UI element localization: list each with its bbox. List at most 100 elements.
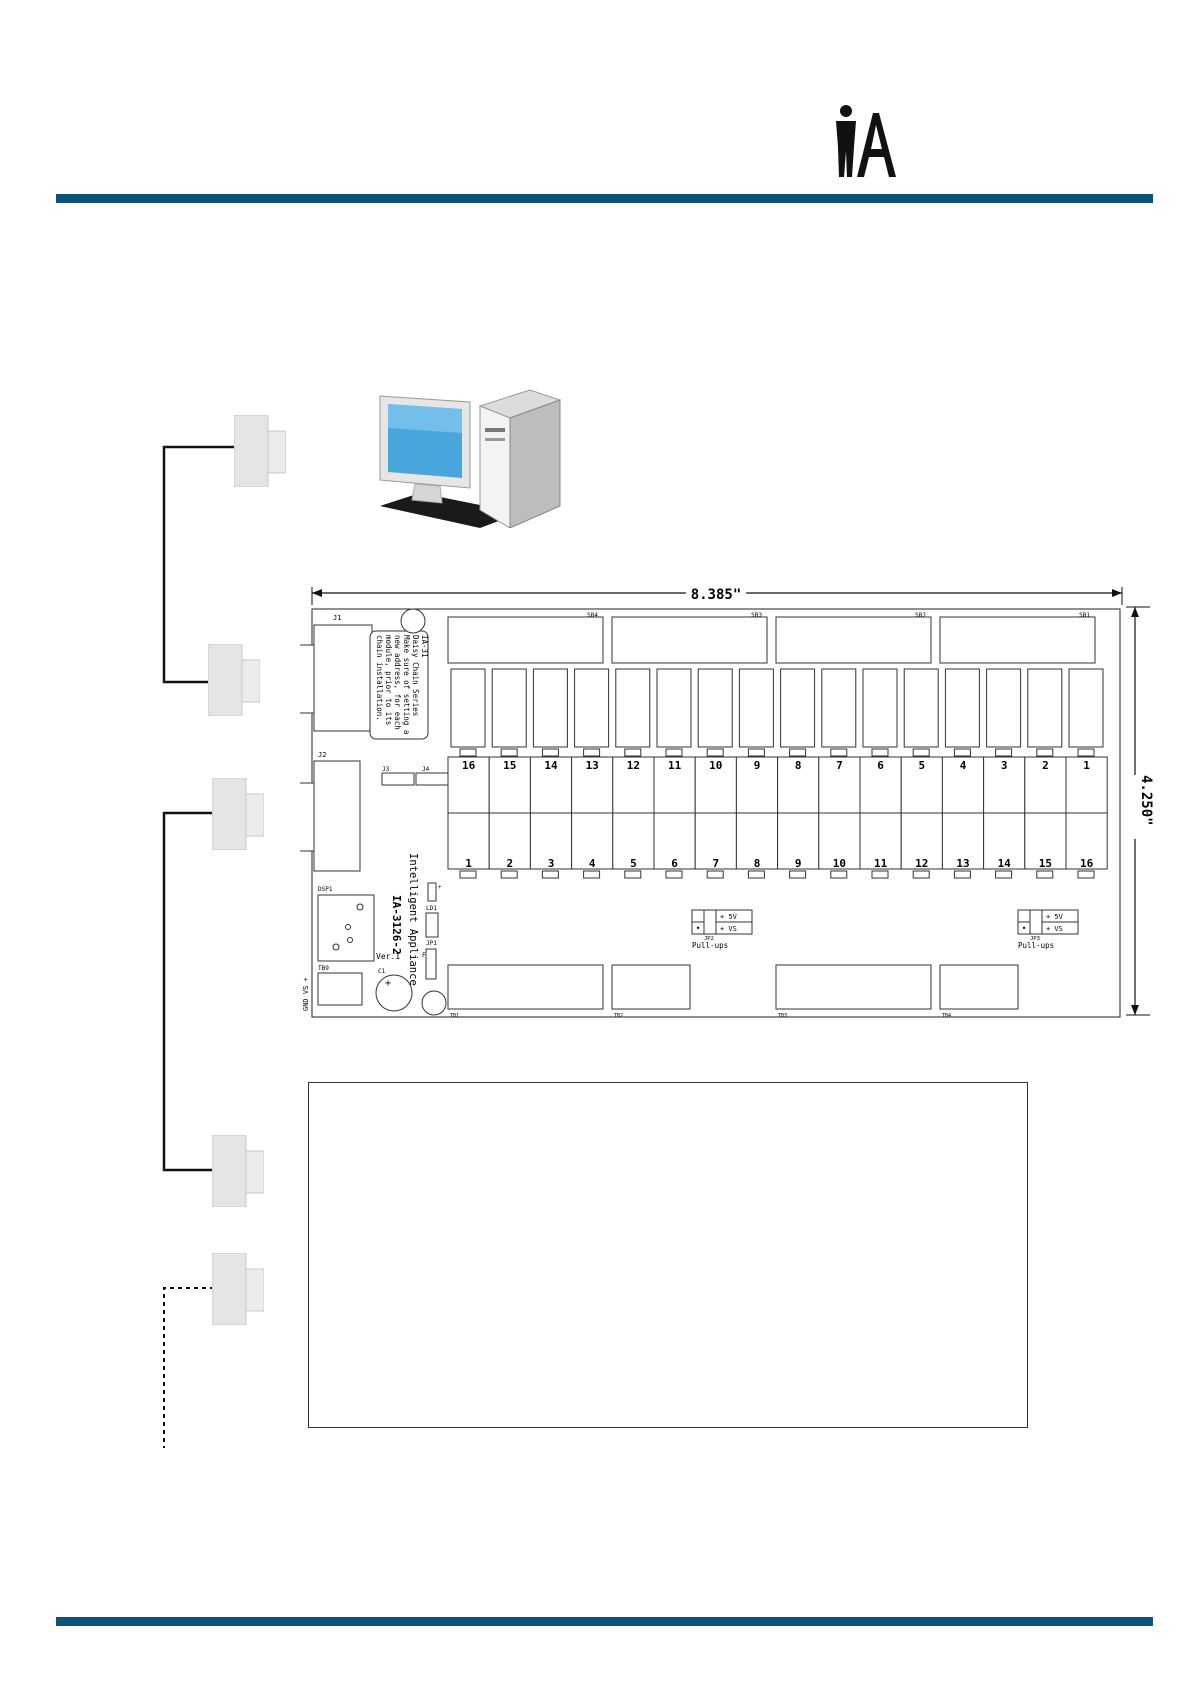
relay-number-top: 9 [754, 759, 761, 772]
relay-number-bottom: 9 [795, 857, 802, 870]
relay-bank-1 [447, 616, 604, 664]
relay-number-top: 13 [586, 759, 599, 772]
relay-number-bottom: 4 [589, 857, 596, 870]
relay-cell-top [694, 756, 737, 814]
relay-number-top: 15 [503, 759, 516, 772]
svg-text:+ VS: + VS [720, 925, 737, 933]
relay-column [821, 668, 857, 748]
svg-text:module, prior to its: module, prior to its [384, 635, 393, 725]
svg-text:TB2: TB2 [614, 1013, 623, 1019]
header-rule [56, 194, 1153, 203]
relay-bank-2 [611, 616, 768, 664]
relay-cell-bottom [571, 812, 614, 870]
db9-connector-next-1 [211, 1134, 265, 1211]
relay-number-bottom: 2 [506, 857, 513, 870]
relay-number-bottom: 11 [874, 857, 888, 870]
svg-text:JP1: JP1 [426, 940, 437, 947]
jp3-pullup-jumper: • + 5V + VS JP3 Pull-ups [1017, 909, 1079, 950]
j2-label: J2 [318, 751, 326, 759]
relay-column [697, 668, 733, 748]
relay-number-top: 7 [836, 759, 843, 772]
company-logo: IA [830, 103, 900, 181]
relay-cell-bottom [1024, 812, 1067, 870]
svg-text:JP3: JP3 [1030, 936, 1040, 942]
svg-text:+: + [385, 978, 391, 989]
svg-text:chain installation.: chain installation. [375, 635, 384, 721]
relay-number-bottom: 14 [998, 857, 1012, 870]
svg-text:J4: J4 [422, 766, 430, 773]
relay-number-bottom: 8 [754, 857, 761, 870]
width-dimension-label: 8.385" [691, 587, 742, 603]
relay-number-bottom: 10 [833, 857, 846, 870]
footer-rule [56, 1617, 1153, 1626]
relay-cell-bottom [488, 812, 531, 870]
relay-column [491, 668, 527, 748]
relay-column [780, 668, 816, 748]
terminal-block-1 [447, 964, 604, 1010]
computer-illustration [370, 388, 570, 529]
relay-number-bottom: 12 [915, 857, 928, 870]
svg-text:Pull-ups: Pull-ups [1018, 941, 1054, 950]
svg-text:Pull-ups: Pull-ups [692, 941, 728, 950]
relay-bank-3 [775, 616, 932, 664]
svg-text:C1: C1 [378, 968, 386, 975]
svg-text:TB9: TB9 [318, 965, 329, 972]
svg-text:SB4: SB4 [587, 612, 598, 619]
relay-cell-bottom [612, 812, 655, 870]
svg-text:•: • [696, 924, 701, 933]
svg-text:LD1: LD1 [426, 905, 437, 912]
led-ld1 [427, 882, 437, 902]
model-text: IA-3126-2 [390, 895, 403, 955]
relay-column [450, 668, 486, 748]
relay-column [986, 668, 1022, 748]
relay-number-top: 4 [960, 759, 967, 772]
relay-column [903, 668, 939, 748]
svg-text:+: + [438, 884, 442, 891]
relay-number-top: 11 [668, 759, 682, 772]
daisy-chain-note-box [369, 630, 429, 740]
svg-text:Daisy Chain Series: Daisy Chain Series [411, 635, 420, 716]
relay-number-bottom: 5 [630, 857, 637, 870]
relay-cell-bottom [777, 812, 820, 870]
j4-header [415, 772, 449, 786]
relay-number-bottom: 3 [548, 857, 555, 870]
relay-number-bottom: 1 [465, 857, 472, 870]
svg-text:JP2: JP2 [704, 936, 714, 942]
relay-cell-bottom [859, 812, 902, 870]
cable-diagram [162, 445, 236, 1448]
svg-text:•: • [1022, 924, 1027, 933]
relay-number-top: 3 [1001, 759, 1008, 772]
fuse-f1 [425, 948, 437, 980]
relay-cell-bottom [818, 812, 861, 870]
relay-cell-top [941, 756, 985, 814]
relay-column [532, 668, 568, 748]
empty-content-frame [308, 1082, 1028, 1428]
relay-number-bottom: 15 [1039, 857, 1052, 870]
db9-connector-next-2 [211, 1252, 265, 1329]
brand-text: Intelligent Appliance [407, 853, 419, 986]
relay-number-top: 2 [1042, 759, 1049, 772]
desktop-computer-icon [379, 389, 562, 529]
relay-bank-4 [939, 616, 1096, 664]
j1-label: J1 [333, 614, 341, 622]
svg-text:+ 5V: + 5V [720, 913, 738, 921]
relay-number-top: 12 [627, 759, 640, 772]
svg-text:new address, for each: new address, for each [393, 635, 402, 730]
relay-column [944, 668, 980, 748]
relay-column [574, 668, 610, 748]
relay-cell-top [777, 756, 820, 814]
relay-column [1068, 668, 1104, 748]
terminal-block-3 [775, 964, 932, 1010]
j2-port [287, 782, 315, 852]
j1-port [287, 644, 315, 714]
tb9-power-terminal [317, 972, 363, 1006]
jumper-jp1 [425, 912, 439, 938]
svg-text:Make sure of setting a: Make sure of setting a [402, 635, 411, 734]
relay-number-bottom: 16 [1080, 857, 1094, 870]
relay-cell-bottom [447, 812, 490, 870]
relay-number-top: 6 [877, 759, 884, 772]
terminal-block-4 [939, 964, 1019, 1010]
svg-text:TB4: TB4 [942, 1013, 951, 1019]
relay-cell-top [735, 756, 779, 814]
jp2-pullup-jumper: • + 5V + VS JP2 Pull-ups [691, 909, 753, 950]
